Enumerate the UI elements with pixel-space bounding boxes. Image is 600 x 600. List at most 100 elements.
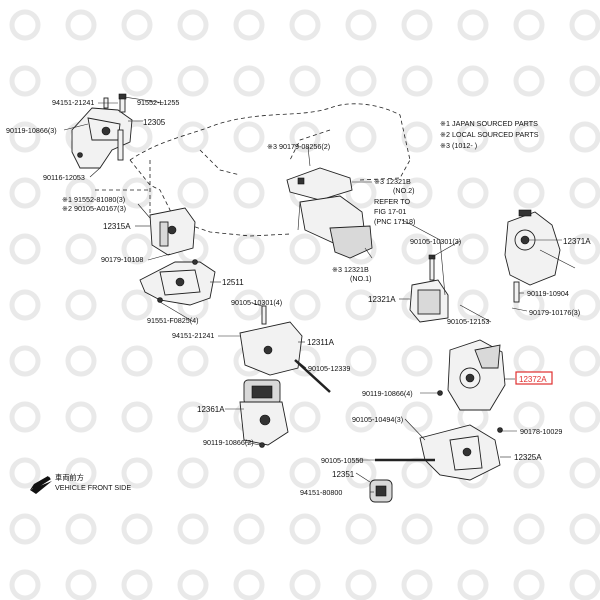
label-90179-10176: 90179-10176(3): [529, 308, 580, 317]
watermark-gear: [65, 9, 97, 41]
front-arrow-shaft: [32, 476, 51, 491]
watermark-gear: [233, 177, 265, 209]
watermark-gear: [233, 513, 265, 545]
watermark-gear: [569, 457, 600, 489]
label-91552-l1255: 91552-L1255: [137, 98, 179, 107]
watermark-gear: [121, 401, 153, 433]
watermark-gear: [569, 513, 600, 545]
watermark-gear: [177, 457, 209, 489]
watermark-gear: [401, 569, 433, 600]
part-12321b-no2: [286, 167, 353, 201]
watermark-gear: [121, 345, 153, 377]
watermark-gear: [289, 289, 321, 321]
watermark-gear: [65, 457, 97, 489]
watermark-gear: [457, 65, 489, 97]
watermark-gear: [457, 121, 489, 153]
label-12305: 12305: [143, 118, 166, 127]
watermark-gear: [177, 9, 209, 41]
label-90105-12153: 90105-12153: [447, 317, 489, 326]
label-12371a: 12371A: [563, 237, 591, 246]
watermark-gear: [401, 457, 433, 489]
watermark-gear: [569, 401, 600, 433]
label-90105-12339: 90105-12339: [308, 364, 350, 373]
watermark-gear: [9, 233, 41, 265]
refer-note: REFER TO FIG 17-01 (PNC 17118): [374, 197, 415, 226]
watermark-gear: [345, 513, 377, 545]
watermark-gear: [457, 289, 489, 321]
watermark-gear: [121, 569, 153, 600]
watermark-gear: [401, 345, 433, 377]
watermark-gear: [233, 233, 265, 265]
label-12321b-bot: ※3 12321B: [332, 265, 369, 274]
label-90178-10029: 90178-10029: [520, 427, 562, 436]
watermark-gear: [121, 513, 153, 545]
label-90119-10866-4: 90119-10866(4): [362, 389, 413, 398]
watermark-gear: [9, 65, 41, 97]
watermark-gear: [401, 65, 433, 97]
watermark-gear: [513, 65, 545, 97]
watermark-gear: [569, 345, 600, 377]
label-12321b-top: ※3 12321B: [374, 177, 411, 186]
watermark-gear: [121, 9, 153, 41]
watermark-gear: [457, 233, 489, 265]
refer-line-1: REFER TO: [374, 197, 410, 206]
watermark-gear: [289, 121, 321, 153]
label-94151-80800: 94151-80800: [300, 488, 342, 497]
watermark-gear: [569, 569, 600, 600]
label-12361a: 12361A: [197, 405, 225, 414]
label-90179-10108: 90179-10108: [101, 255, 143, 264]
legend-line-2: ※2 LOCAL SOURCED PARTS: [440, 130, 539, 139]
watermark-gear: [457, 177, 489, 209]
label-94151-21241-mid: 94151-21241: [172, 331, 214, 340]
part-12325a-bracket: [375, 424, 503, 481]
watermark-gear: [289, 569, 321, 600]
watermark-gear: [65, 65, 97, 97]
watermark-gear: [9, 9, 41, 41]
refer-line-3: (PNC 17118): [374, 217, 415, 226]
watermark-gear: [9, 457, 41, 489]
watermark-gear: [65, 233, 97, 265]
label-12351: 12351: [332, 470, 355, 479]
watermark-gear: [9, 569, 41, 600]
watermark-gear: [65, 177, 97, 209]
watermark-gear: [513, 457, 545, 489]
watermark-gear: [513, 289, 545, 321]
part-12371a-mount: [504, 209, 576, 303]
watermark-gear: [233, 457, 265, 489]
legend-line-3: ※3 (1012- ): [440, 141, 477, 150]
watermark-gear: [569, 9, 600, 41]
watermark-gear: [65, 569, 97, 600]
label-90179-08256: ※3 90179-08256(2): [267, 142, 330, 151]
watermark-gear: [65, 513, 97, 545]
label-12311a: 12311A: [307, 338, 335, 347]
watermark-gear: [457, 569, 489, 600]
watermark-gear: [513, 345, 545, 377]
watermark-gear: [9, 177, 41, 209]
watermark-gear: [569, 121, 600, 153]
watermark-gear: [345, 9, 377, 41]
watermark-gear: [401, 401, 433, 433]
watermark-gear: [457, 513, 489, 545]
label-90119-10866-3: 90119-10866(3): [6, 126, 57, 135]
watermark-gear: [65, 401, 97, 433]
label-90105-a0167: ※2 90105-A0167(3): [62, 204, 126, 213]
label-90105-10301-3: 90105-10301(3): [410, 237, 461, 246]
watermark-gear: [121, 233, 153, 265]
watermark-gear: [177, 513, 209, 545]
watermark-gear: [233, 289, 265, 321]
watermark-gear: [9, 121, 41, 153]
front-label-jp: 車両前方: [55, 473, 84, 482]
part-12321a-bracket: [409, 254, 449, 323]
legend: ※1 JAPAN SOURCED PARTS ※2 LOCAL SOURCED …: [440, 119, 539, 150]
watermark-gear: [513, 121, 545, 153]
engine-outline: [95, 103, 411, 237]
watermark-gear: [177, 121, 209, 153]
label-12315a: 12315A: [103, 222, 131, 231]
watermark-gear: [9, 401, 41, 433]
label-91552-81080: ※1 91552-81080(3): [62, 195, 125, 204]
watermark-gear: [177, 345, 209, 377]
watermark-gear: [177, 569, 209, 600]
watermark-gear: [513, 401, 545, 433]
part-12351-bushing: [369, 479, 393, 503]
